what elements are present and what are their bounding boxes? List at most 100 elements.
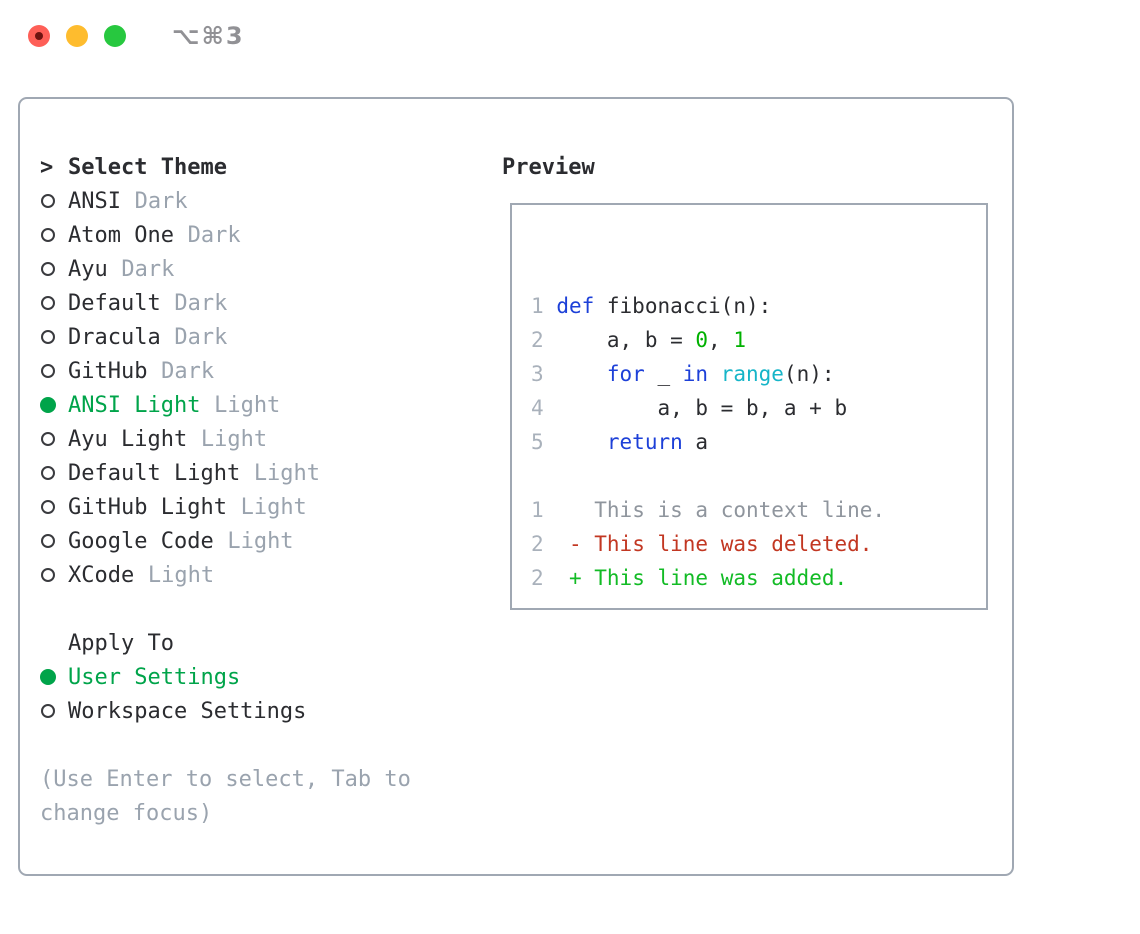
minimize-button[interactable] xyxy=(66,25,88,47)
close-button[interactable] xyxy=(28,25,50,47)
apply-to-option[interactable]: Workspace Settings xyxy=(40,694,502,728)
radio-icon xyxy=(41,704,55,718)
window-titlebar: ⌥⌘3 xyxy=(0,0,1140,72)
code-token: return xyxy=(606,430,683,454)
line-number: 2 xyxy=(531,328,544,352)
apply-to-title: Apply To xyxy=(68,630,174,656)
radio-icon xyxy=(41,330,55,344)
apply-to-header: Apply To xyxy=(40,626,502,660)
theme-name: XCode xyxy=(68,562,135,588)
radio-column xyxy=(40,194,68,208)
theme-variant-tag: Dark xyxy=(174,290,228,316)
radio-icon xyxy=(41,364,55,378)
radio-selected-icon xyxy=(40,397,56,413)
radio-icon xyxy=(41,194,55,208)
radio-column xyxy=(40,432,68,446)
theme-option[interactable]: GitHub Dark xyxy=(40,354,502,388)
radio-column xyxy=(40,296,68,310)
radio-column xyxy=(40,228,68,242)
radio-icon xyxy=(41,534,55,548)
zoom-button[interactable] xyxy=(104,25,126,47)
hint-line-2: change focus) xyxy=(40,800,213,826)
theme-variant-tag: Dark xyxy=(161,358,215,384)
radio-selected-icon xyxy=(40,669,56,685)
radio-icon xyxy=(41,568,55,582)
radio-icon xyxy=(41,296,55,310)
theme-option[interactable]: XCode Light xyxy=(40,558,502,592)
theme-name: ANSI xyxy=(68,188,121,214)
theme-variant-tag: Dark xyxy=(187,222,241,248)
diff-preview: 1 This is a context line.2 - This line w… xyxy=(531,493,986,595)
line-number: 2 xyxy=(531,532,544,556)
theme-variant-tag: Dark xyxy=(174,324,228,350)
code-token: 1 xyxy=(733,328,746,352)
select-theme-header: > Select Theme xyxy=(40,150,502,184)
theme-option[interactable]: ANSI Light Light xyxy=(40,388,502,422)
code-token: _ xyxy=(644,362,683,386)
diff-line-added: 2 + This line was added. xyxy=(531,561,986,595)
code-token: fibonacci(n): xyxy=(594,294,772,318)
apply-to-label: Workspace Settings xyxy=(68,698,307,724)
theme-variant-tag: Light xyxy=(200,426,268,452)
spacer-line xyxy=(531,255,986,289)
radio-column xyxy=(40,364,68,378)
theme-name: Default Light xyxy=(68,460,241,486)
apply-to-label: User Settings xyxy=(68,664,241,690)
theme-option[interactable]: Default Dark xyxy=(40,286,502,320)
theme-variant-tag: Dark xyxy=(121,256,175,282)
code-token: 0 xyxy=(695,328,709,352)
radio-column xyxy=(40,262,68,276)
diff-line-deleted: 2 - This line was deleted. xyxy=(531,527,986,561)
code-token: for xyxy=(606,362,645,386)
theme-name: GitHub xyxy=(68,358,148,384)
theme-name: Default xyxy=(68,290,161,316)
line-number: 2 xyxy=(531,566,544,590)
theme-option[interactable]: Ayu Light Light xyxy=(40,422,502,456)
code-line: 3 for _ in range(n): xyxy=(531,357,986,391)
theme-name: Google Code xyxy=(68,528,214,554)
line-number: 4 xyxy=(531,396,544,420)
code-line: 1 def fibonacci(n): xyxy=(531,289,986,323)
radio-column xyxy=(40,568,68,582)
code-line: 5 return a xyxy=(531,425,986,459)
spacer-row xyxy=(40,592,502,626)
diff-text: This line was added. xyxy=(594,566,848,590)
radio-column xyxy=(40,534,68,548)
radio-icon xyxy=(41,500,55,514)
theme-variant-tag: Light xyxy=(147,562,215,588)
close-dot-icon xyxy=(35,32,43,40)
radio-column xyxy=(40,669,68,685)
code-token xyxy=(556,362,607,386)
radio-icon xyxy=(41,228,55,242)
select-theme-title: Select Theme xyxy=(68,154,227,180)
apply-to-option[interactable]: User Settings xyxy=(40,660,502,694)
theme-name: Ayu Light xyxy=(68,426,188,452)
code-token: in xyxy=(682,362,709,386)
theme-name: ANSI Light xyxy=(68,392,201,418)
code-token: a xyxy=(682,430,709,454)
theme-variant-tag: Light xyxy=(214,392,281,418)
code-token: (n): xyxy=(783,362,835,386)
spacer-row xyxy=(40,728,502,762)
code-token: a, b = xyxy=(556,328,696,352)
traffic-lights xyxy=(28,25,126,47)
theme-name: GitHub Light xyxy=(68,494,227,520)
code-line: 4 a, b = b, a + b xyxy=(531,391,986,425)
radio-column xyxy=(40,704,68,718)
diff-text: This is a context line. xyxy=(594,498,886,522)
radio-column xyxy=(40,330,68,344)
code-token: range xyxy=(720,362,784,386)
spacer-line xyxy=(531,459,986,493)
